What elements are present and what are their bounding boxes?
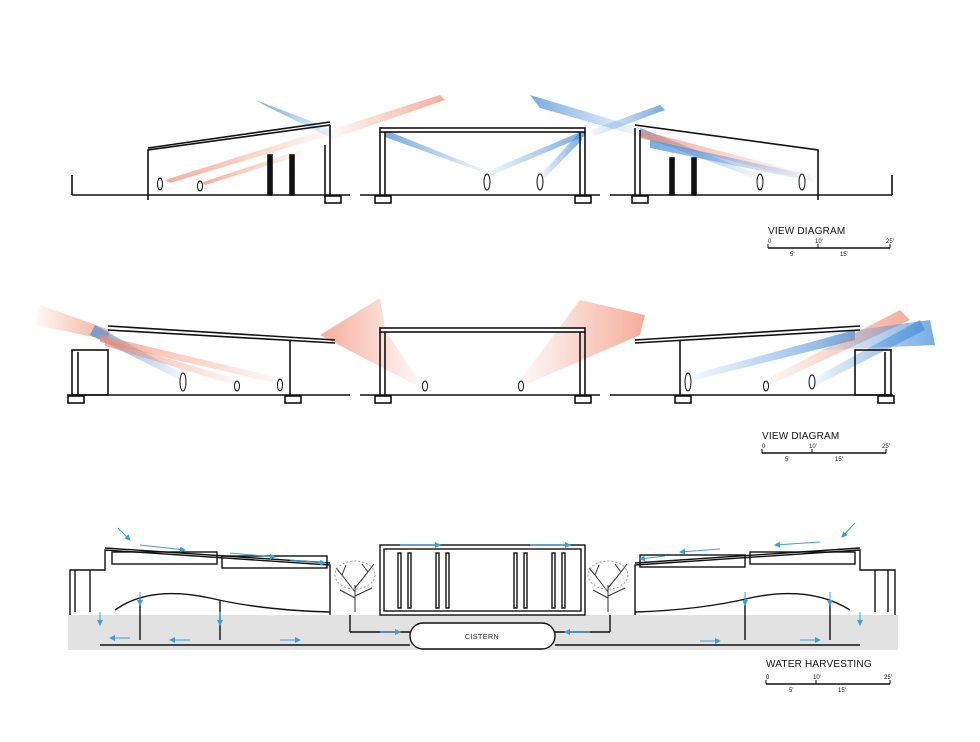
scale-1-tick-10: 10' — [815, 239, 823, 245]
diagram-title-3: WATER HARVESTING — [766, 659, 872, 670]
building-section-1 — [71, 121, 893, 204]
title-block-1: VIEW DIAGRAM 0 10' 25' 5' 15' — [767, 226, 894, 258]
tree-right — [587, 560, 629, 612]
building-section-2 — [67, 325, 895, 404]
scale-2-tick-25: 25' — [882, 444, 890, 450]
title-block-2: VIEW DIAGRAM 0 10' 25' 5' 15' — [761, 431, 890, 463]
water-harvesting-section: CISTERN — [68, 522, 898, 650]
human-figures-1 — [157, 173, 806, 192]
tree-left — [334, 560, 376, 612]
view-diagram-section-2 — [35, 298, 935, 404]
cistern: CISTERN — [409, 622, 556, 650]
scale-1-tick-25: 25' — [886, 239, 894, 245]
scale-1-tick-15: 15' — [840, 252, 848, 258]
scale-3-tick-5: 5' — [789, 688, 793, 694]
scale-3-tick-25: 25' — [884, 675, 892, 681]
scale-2-tick-15: 15' — [835, 457, 843, 463]
view-rays-2 — [35, 298, 935, 386]
diagram-title-2: VIEW DIAGRAM — [762, 431, 839, 442]
human-figures-2 — [179, 372, 816, 392]
scale-3-tick-10: 10' — [813, 675, 821, 681]
scale-3-tick-0: 0 — [766, 675, 770, 681]
diagram-title-1: VIEW DIAGRAM — [768, 226, 845, 237]
scale-2-tick-5: 5' — [785, 457, 789, 463]
scale-1-tick-0: 0 — [768, 239, 772, 245]
view-diagram-section-1 — [71, 95, 893, 204]
scale-1-tick-5: 5' — [790, 252, 794, 258]
cistern-label: CISTERN — [465, 634, 499, 641]
title-block-3: WATER HARVESTING 0 10' 25' 5' 15' — [765, 659, 892, 694]
water-flow-arrows — [97, 522, 863, 644]
scale-2-tick-0: 0 — [762, 444, 766, 450]
view-rays-1 — [165, 95, 815, 185]
scale-3-tick-15: 15' — [838, 688, 846, 694]
scale-2-tick-10: 10' — [809, 444, 817, 450]
